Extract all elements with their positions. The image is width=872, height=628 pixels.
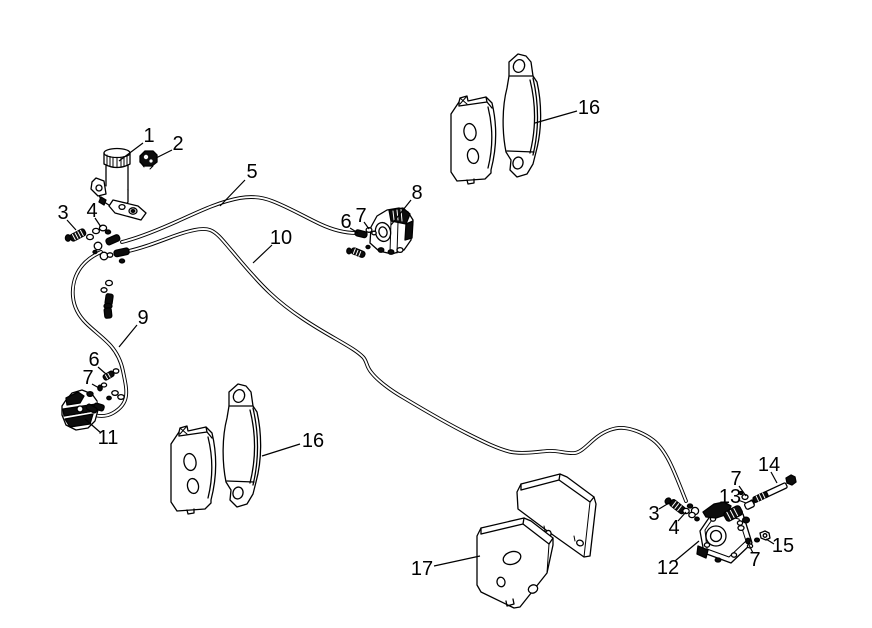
- brake-pad-set-rear: [476, 473, 597, 609]
- callout-2: 2: [172, 133, 183, 155]
- callout-8: 8: [411, 182, 422, 204]
- callout-leader-10: [252, 244, 273, 264]
- banjo-bolt: [69, 228, 87, 242]
- callout-leader-2: [155, 149, 173, 159]
- callout-10: 10: [270, 227, 292, 249]
- sealing-washer: [365, 227, 373, 233]
- callout-9: 9: [137, 307, 148, 329]
- screw-head: [759, 530, 771, 541]
- outlet-flange: [108, 199, 147, 221]
- callout-leader-12: [674, 540, 700, 562]
- pad-hole: [496, 576, 506, 588]
- brake-pad-set-top: [450, 53, 542, 185]
- brake-hose-5: [120, 195, 358, 244]
- callout-leader-7-rb-lower: [748, 544, 754, 554]
- callout-leader-8: [390, 199, 412, 226]
- pin-7: [745, 537, 751, 545]
- callout-7-rb-upper: 7: [730, 468, 741, 490]
- callout-1: 1: [143, 125, 154, 147]
- callout-leader-9: [118, 324, 138, 348]
- callout-14: 14: [758, 454, 780, 476]
- sealing-washer: [111, 389, 119, 397]
- brake-hose-9: [70, 250, 129, 418]
- callout-leader-1: [118, 142, 144, 162]
- callout-5: 5: [246, 161, 257, 183]
- mount-bolt: [350, 247, 366, 258]
- callout-12: 12: [657, 557, 679, 579]
- brake-pad-set-mid: [170, 383, 262, 515]
- sealing-washer: [85, 233, 95, 241]
- callout-leader-14: [770, 471, 778, 484]
- callout-leader-16-top: [534, 110, 578, 124]
- callout-4-top: 4: [86, 200, 97, 222]
- brake-hose-10: [122, 227, 688, 503]
- caliper-piston: [723, 505, 744, 522]
- callout-4-bottom: 4: [668, 517, 679, 539]
- pad-hole: [527, 584, 539, 594]
- pad-plate-rear: [516, 473, 597, 558]
- callout-leader-17: [433, 555, 481, 567]
- pad-center-hole: [502, 550, 522, 566]
- callout-leader-4-bottom: [677, 511, 687, 522]
- callout-6-mid: 6: [340, 211, 351, 233]
- brake-caliper-11: [61, 368, 125, 431]
- callout-7-mid: 7: [355, 205, 366, 227]
- callout-7-rb-lower: 7: [749, 549, 760, 571]
- callout-leader-3-bottom: [658, 502, 670, 510]
- brake-caliper-8: [346, 207, 414, 258]
- callout-leader-15: [765, 538, 775, 545]
- callout-16-mid: 16: [302, 430, 324, 452]
- brake-caliper-rear: [686, 501, 753, 564]
- rear-banjo-fitting: [664, 497, 700, 522]
- callout-leader-11: [84, 418, 102, 434]
- banjo-bolt: [102, 370, 115, 381]
- caliper-mount-bolt: [738, 474, 797, 510]
- hose-end-fitting: [85, 403, 98, 414]
- banjo-eye: [99, 251, 109, 261]
- sealing-washer: [112, 368, 120, 374]
- callout-leader-7-rb-upper: [738, 485, 747, 497]
- banjo-eye: [93, 241, 103, 251]
- callout-3-bottom: 3: [648, 503, 659, 525]
- sealing-washer: [688, 511, 696, 519]
- callout-11: 11: [98, 427, 119, 449]
- callout-16-top: 16: [578, 97, 600, 119]
- bolt-head: [785, 474, 797, 486]
- sealing-washer: [682, 507, 690, 515]
- callout-leader-7-left: [91, 383, 100, 389]
- banjo-bolt: [354, 229, 368, 239]
- callout-7-left: 7: [82, 367, 93, 389]
- callout-leader-7-mid: [363, 221, 370, 230]
- sealing-washer: [91, 227, 101, 235]
- callout-6-left: 6: [88, 349, 99, 371]
- callout-3-top: 3: [57, 202, 68, 224]
- callout-leader-4-top: [94, 217, 102, 228]
- master-cylinder: [90, 147, 147, 221]
- flare-nut: [139, 150, 158, 170]
- sealing-washer: [117, 393, 125, 401]
- callout-leader-5: [219, 179, 246, 207]
- pad-hole: [576, 539, 584, 547]
- callout-leader-16-mid: [261, 443, 301, 457]
- callout-15: 15: [772, 535, 794, 557]
- callout-leader-6-left: [97, 366, 107, 375]
- callout-13: 13: [719, 486, 741, 508]
- spacer-13: [743, 500, 755, 510]
- hose-junction-fittings: [64, 224, 130, 319]
- callout-leader-13: [737, 499, 747, 504]
- callout-leader-6-mid: [349, 227, 359, 234]
- sealing-washer: [100, 287, 108, 293]
- callout-leader-3-top: [66, 219, 77, 231]
- sealing-washer: [104, 279, 114, 287]
- callout-17: 17: [411, 558, 433, 580]
